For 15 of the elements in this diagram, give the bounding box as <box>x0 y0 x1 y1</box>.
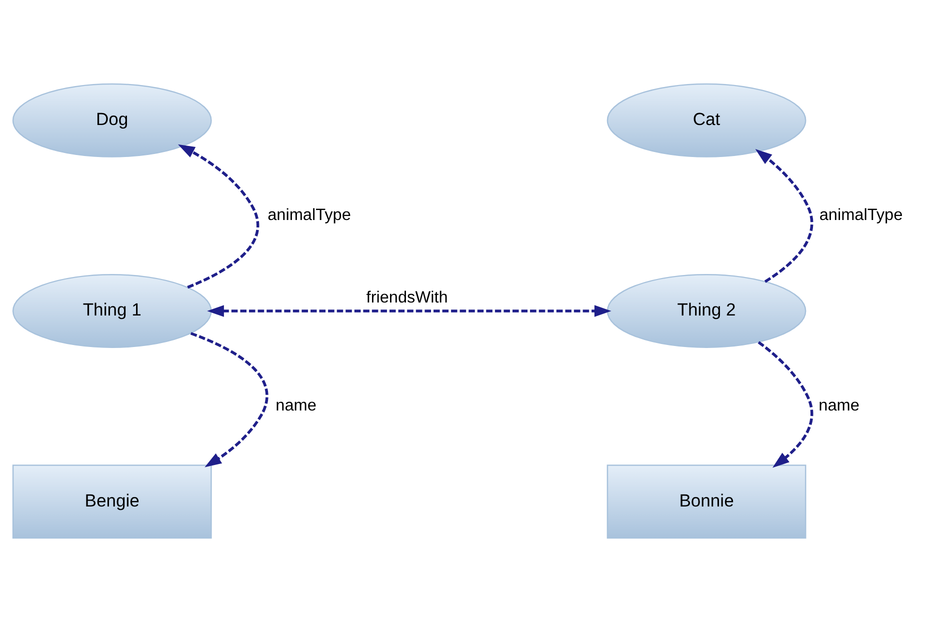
node-ellipse: Thing 1 <box>12 274 212 348</box>
edge-label: animalType <box>268 206 351 224</box>
edge-label: animalType <box>819 206 903 224</box>
node-ellipse: Thing 2 <box>606 274 806 348</box>
node-ellipse: Cat <box>606 83 806 158</box>
arrow <box>207 305 612 317</box>
arrow <box>178 144 260 289</box>
arrow <box>190 332 268 468</box>
arrow <box>758 341 814 468</box>
edge-label: name <box>276 396 316 415</box>
edge-label: name <box>818 396 860 415</box>
edge-label: friendsWith <box>366 288 448 307</box>
node-box: Bengie <box>12 464 212 539</box>
node-box: Bonnie <box>606 464 806 539</box>
arrow <box>755 149 814 283</box>
